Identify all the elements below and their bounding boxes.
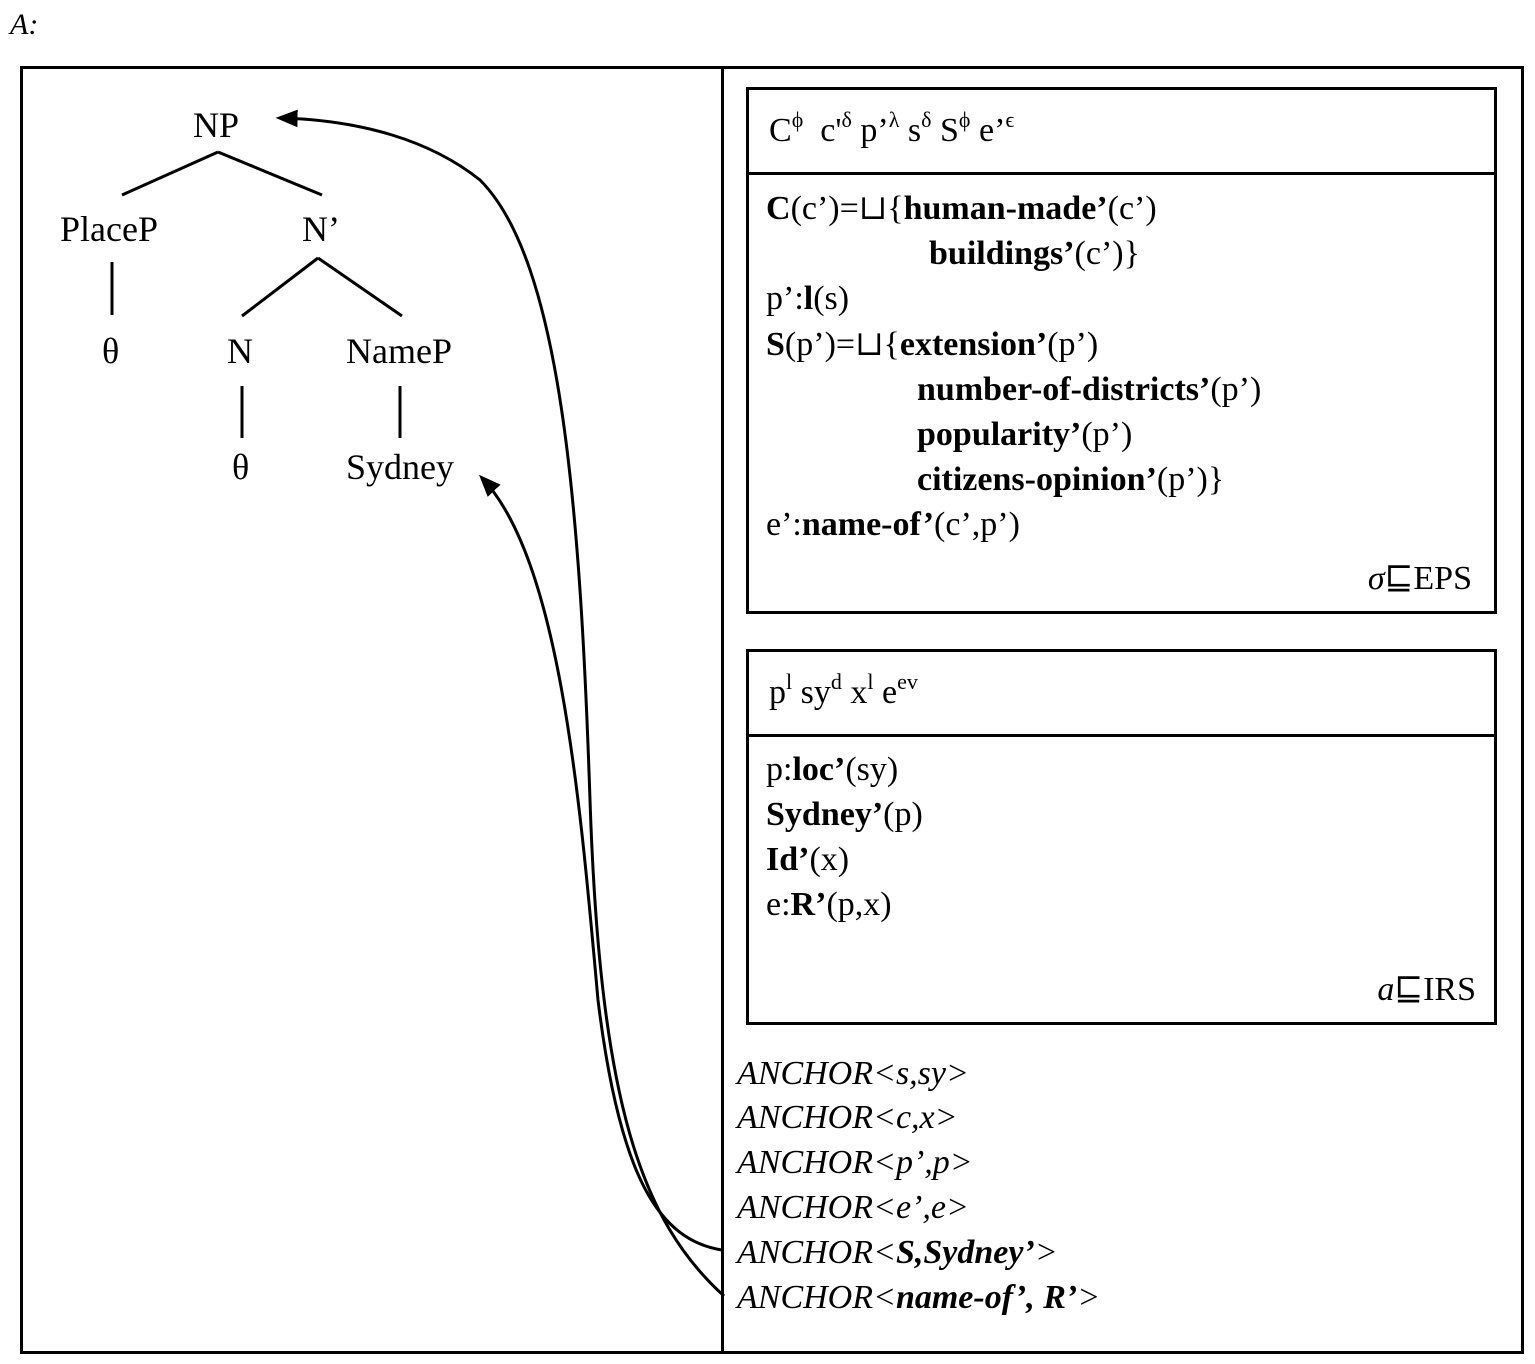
- tree-node-sydney: Sydney: [346, 447, 454, 487]
- edge-np-placep: [121, 150, 219, 197]
- irs-tag: a⊑IRS: [1377, 971, 1476, 1008]
- eps-tag: σ⊑EPS: [1367, 560, 1472, 597]
- irs-condition-3: Id’(x): [766, 841, 850, 878]
- arrow-to-sydney: [478, 474, 723, 1252]
- eps-discourse-referents: Cϕ c'δ p’λ sδ Sϕ e’ϵ: [769, 107, 1015, 150]
- eps-condition-3-cont-1: number-of-districts’(p’): [917, 371, 1262, 408]
- tree-node-nbar: N’: [302, 209, 340, 249]
- edge-nbar-namep: [317, 256, 403, 318]
- anchor-name-of-r: ANCHOR<name-of’, R’>: [737, 1279, 1101, 1316]
- eps-box: Cϕ c'δ p’λ sδ Sϕ e’ϵ C(c’)=⊔{human-made’…: [746, 87, 1497, 614]
- tree-node-n: N: [227, 331, 253, 371]
- tree-node-theta-n: θ: [232, 447, 250, 487]
- tree-node-np: NP: [193, 105, 240, 145]
- eps-condition-3-cont-3: citizens-opinion’(p’)}: [917, 461, 1225, 498]
- irs-condition-4: e:R’(p,x): [766, 886, 892, 923]
- tree-node-namep: NameP: [346, 331, 452, 371]
- eps-condition-3-cont-2: popularity’(p’): [917, 416, 1133, 453]
- anchor-s-sydney: ANCHOR<S,Sydney’>: [737, 1234, 1058, 1271]
- eps-condition-2: p’:l(s): [766, 280, 850, 317]
- irs-condition-1: p:loc’(sy): [766, 751, 899, 788]
- irs-box-header: pl syd xl eev: [749, 652, 1494, 737]
- anchor-s-sy: ANCHOR<s,sy>: [737, 1055, 969, 1092]
- eps-condition-1: C(c’)=⊔{human-made’(c’): [766, 190, 1157, 227]
- edge-nbar-n: [241, 256, 319, 318]
- arrow-to-np: [275, 109, 726, 1298]
- anchor-e-e: ANCHOR<e’,e>: [737, 1189, 969, 1226]
- outer-frame: [20, 66, 1524, 1354]
- eps-condition-1-cont: buildings’(c’)}: [929, 235, 1140, 272]
- figure-label: A:: [10, 8, 39, 41]
- anchor-p-p: ANCHOR<p’,p>: [737, 1144, 973, 1181]
- irs-condition-2: Sydney’(p): [766, 796, 923, 833]
- eps-condition-4: e’:name-of’(c’,p’): [766, 506, 1020, 543]
- irs-box: pl syd xl eev p:loc’(sy) Sydney’(p) Id’(…: [746, 649, 1497, 1025]
- eps-box-header: Cϕ c'δ p’λ sδ Sϕ e’ϵ: [749, 90, 1494, 175]
- eps-condition-3: S(p’)=⊔{extension’(p’): [766, 326, 1099, 363]
- panel-divider: [721, 66, 724, 1354]
- irs-discourse-referents: pl syd xl eev: [769, 669, 918, 712]
- edge-np-nbar: [217, 150, 323, 197]
- tree-node-placep: PlaceP: [60, 209, 158, 249]
- tree-node-theta-placep: θ: [102, 331, 120, 371]
- anchor-c-x: ANCHOR<c,x>: [737, 1099, 958, 1136]
